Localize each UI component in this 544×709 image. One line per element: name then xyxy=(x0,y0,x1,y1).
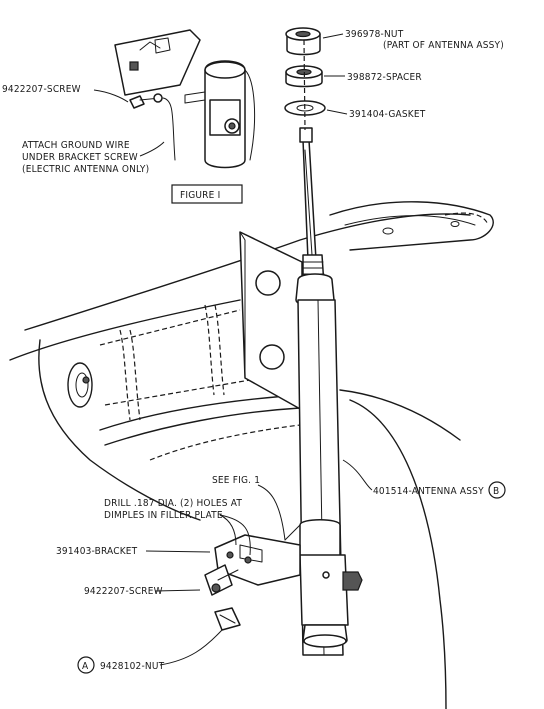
spacer xyxy=(285,65,323,88)
callout-b: B xyxy=(488,481,506,499)
label-attach-ground-wire: ATTACH GROUND WIRE xyxy=(22,140,130,151)
callout-a: A xyxy=(77,656,95,674)
antenna-nut xyxy=(285,27,321,56)
assembly-axis xyxy=(303,39,306,131)
vehicle-body-outline xyxy=(9,201,494,709)
figure-1-inset xyxy=(114,29,256,169)
label-391404-gasket: 391404-GASKET xyxy=(349,109,426,120)
label-398872-spacer: 398872-SPACER xyxy=(347,72,422,83)
label-396978-nut: 396978-NUT xyxy=(345,29,404,40)
leader-lines xyxy=(93,33,373,666)
label-9422207-screw-bottom: 9422207-SCREW xyxy=(84,586,163,597)
lower-nut xyxy=(214,607,241,631)
label-dimples-filler-plate: DIMPLES IN FILLER PLATE xyxy=(104,510,223,521)
label-drill-holes: DRILL .187 DIA. (2) HOLES AT xyxy=(104,498,242,509)
figure-1-box-frame xyxy=(171,184,243,204)
mounting-plate xyxy=(239,231,303,411)
callout-a-letter: A xyxy=(82,661,89,672)
label-401514-antenna-assy: 401514-ANTENNA ASSY xyxy=(373,486,484,497)
callout-b-letter: B xyxy=(493,486,499,497)
label-391403-bracket: 391403-BRACKET xyxy=(56,546,138,557)
label-9422207-screw-top: 9422207-SCREW xyxy=(2,84,81,95)
label-part-of-antenna-assy: (PART OF ANTENNA ASSY) xyxy=(383,40,504,51)
antenna-mast xyxy=(295,127,363,656)
filler-plate-ribs xyxy=(99,212,489,461)
label-electric-antenna-only: (ELECTRIC ANTENNA ONLY) xyxy=(22,164,149,175)
label-see-fig-1: SEE FIG. 1 xyxy=(212,475,260,486)
label-under-bracket-screw: UNDER BRACKET SCREW xyxy=(22,152,138,163)
lower-screw xyxy=(204,564,239,596)
label-9428102-nut: 9428102-NUT xyxy=(100,661,165,672)
figure-1-label: FIGURE I xyxy=(180,190,220,201)
